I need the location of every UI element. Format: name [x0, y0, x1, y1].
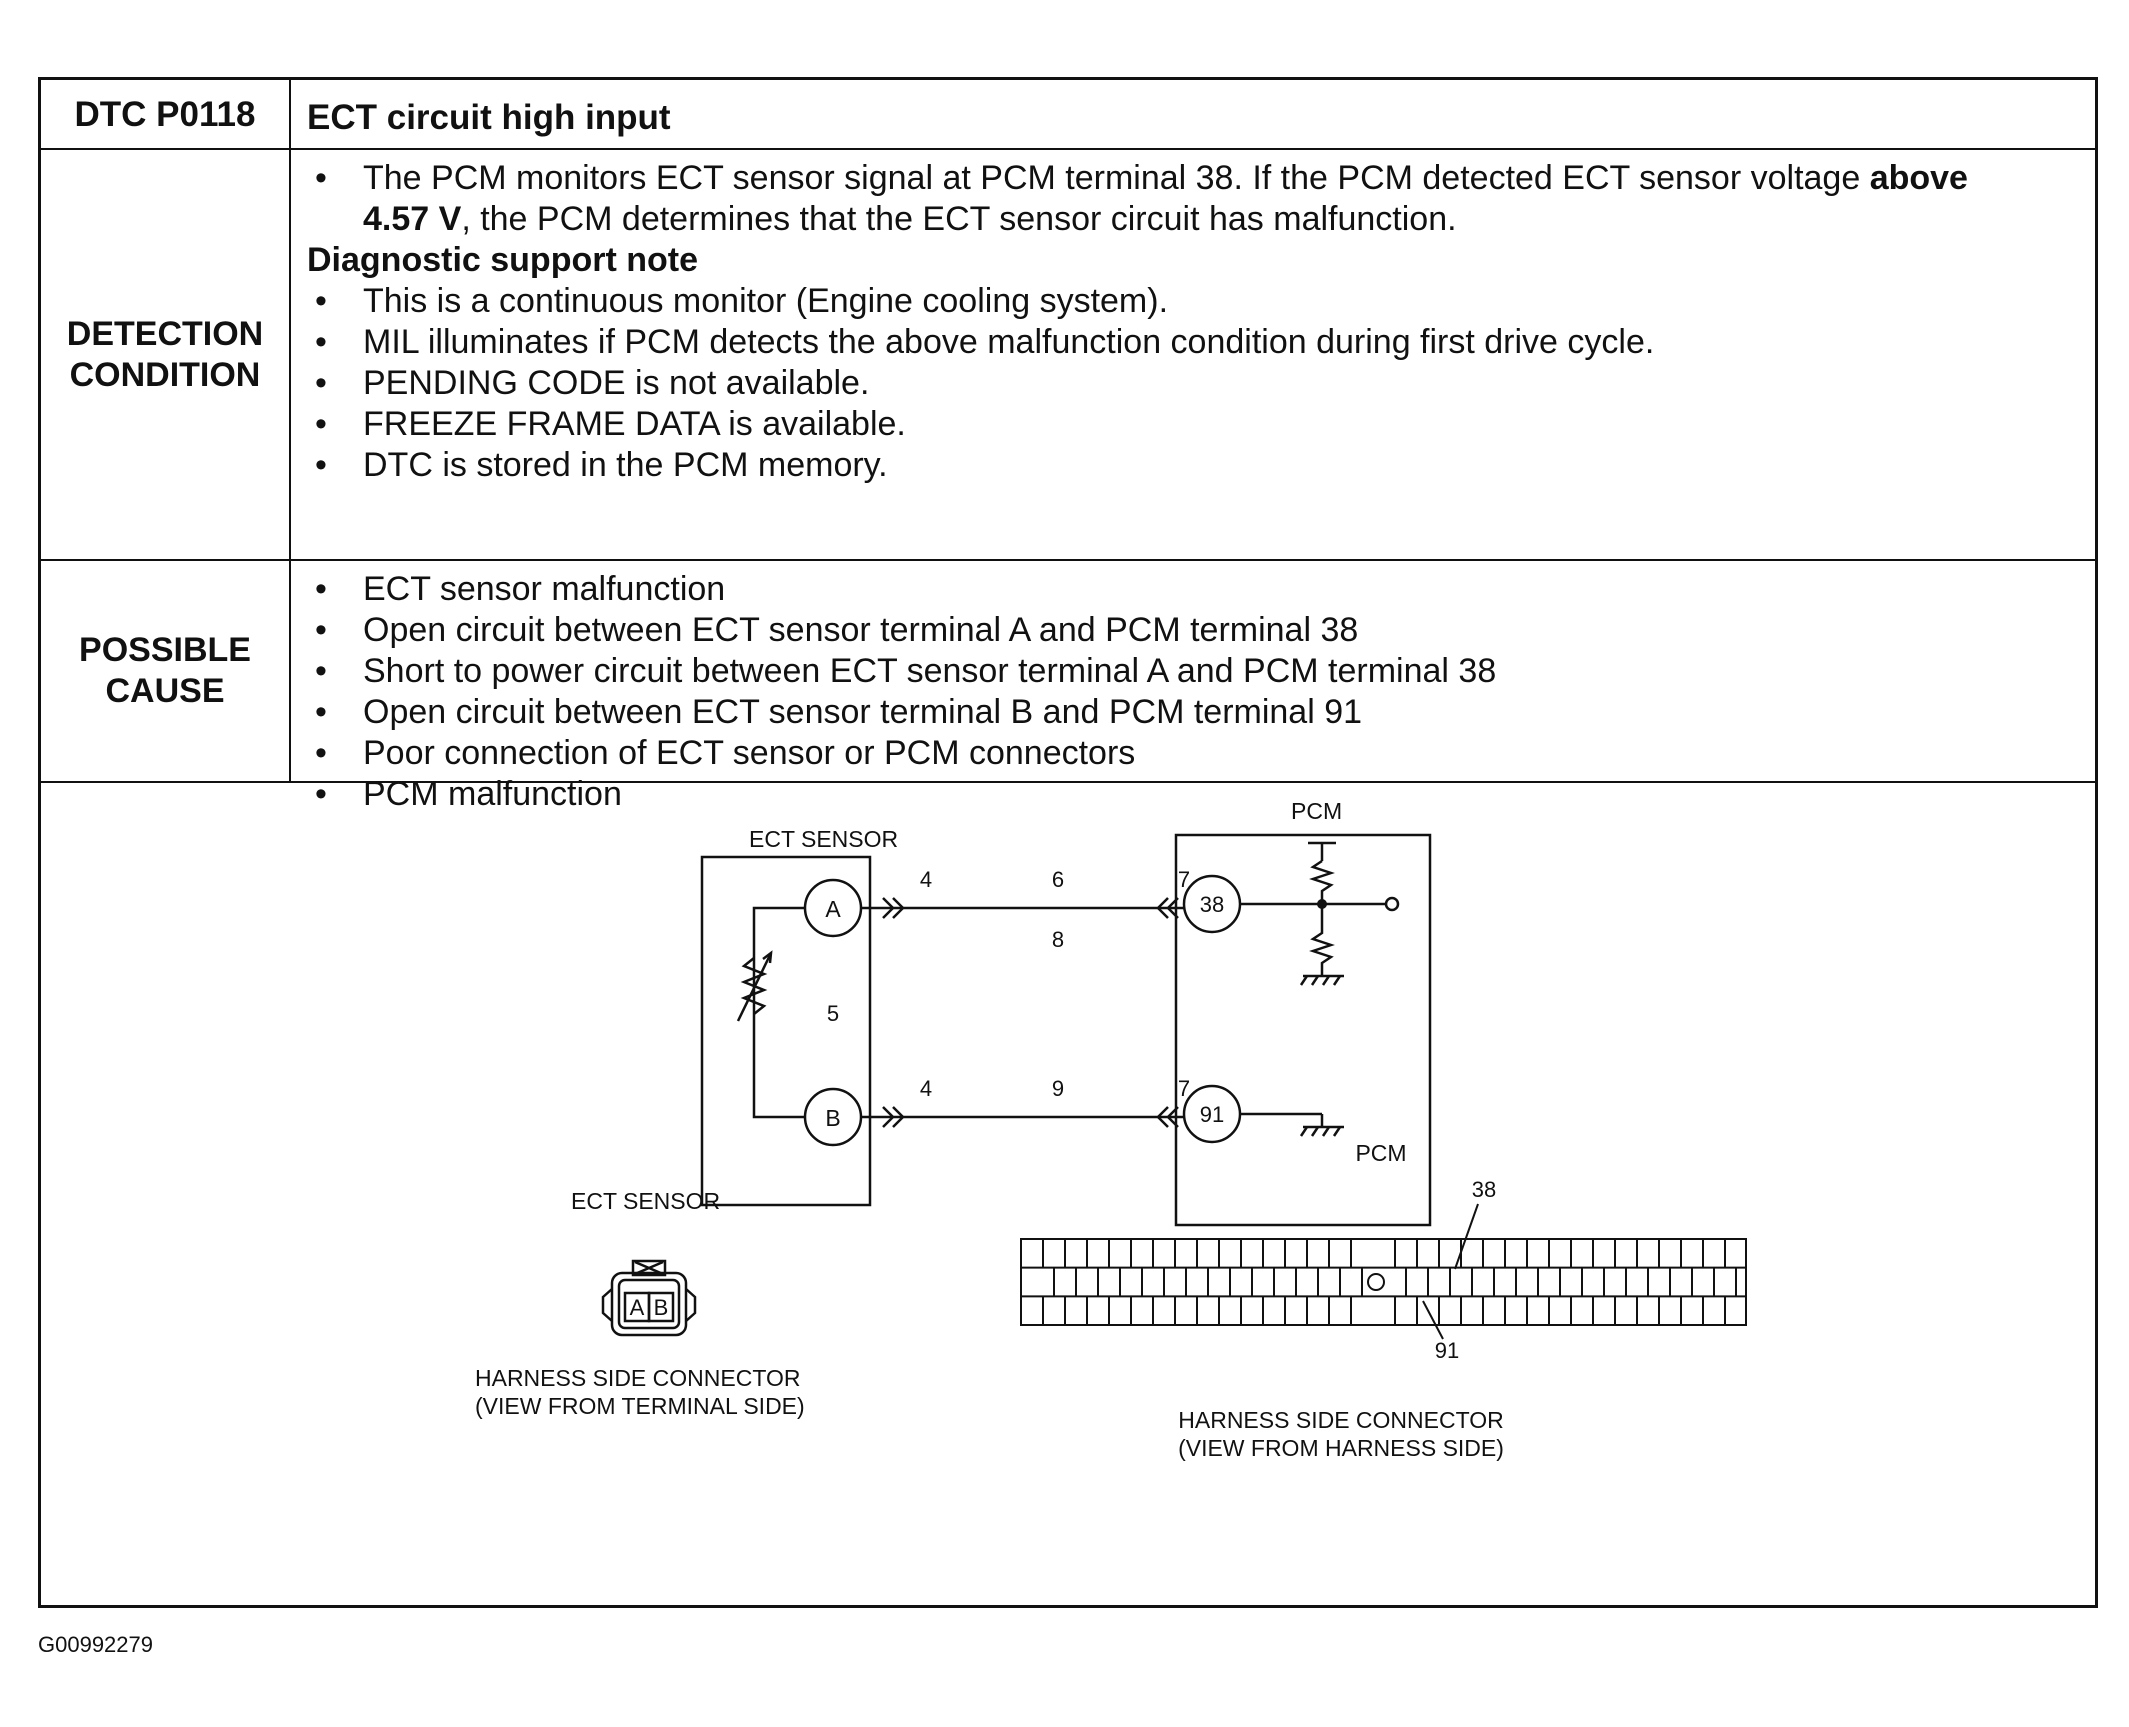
cause-label: POSSIBLE CAUSE [41, 561, 291, 781]
pcm-connector-caption-1: HARNESS SIDE CONNECTOR [1178, 1407, 1503, 1433]
figure-id: G00992279 [38, 1632, 153, 1657]
ect-sensor-title: ECT SENSOR [749, 826, 898, 852]
cause-row: POSSIBLE CAUSE ECT sensor malfunction Op… [41, 561, 2095, 815]
detection-intro: The PCM monitors ECT sensor signal at PC… [307, 158, 2085, 240]
cause-item: Short to power circuit between ECT senso… [307, 651, 2085, 692]
callout-7-top: 7 [1178, 867, 1190, 892]
junction-dot [1317, 899, 1327, 909]
pcm-terminal-38-label: 38 [1200, 892, 1224, 917]
intro-bold-voltage: 4.57 V [363, 200, 462, 238]
dtc-code: DTC P0118 [41, 80, 291, 148]
ect-connector-title: ECT SENSOR [571, 1188, 720, 1214]
callout-4-bottom: 4 [920, 1076, 932, 1101]
detection-label-line2: CONDITION [69, 355, 261, 394]
pcm-connector-key [1367, 1273, 1385, 1291]
wiring-diagram: ECT SENSOR PCM A B 38 91 4 6 7 8 5 4 9 7 [41, 783, 2095, 1605]
cause-item: Poor connection of ECT sensor or PCM con… [307, 733, 2085, 774]
cause-item: Open circuit between ECT sensor terminal… [307, 692, 2085, 733]
cause-list: ECT sensor malfunction Open circuit betw… [307, 569, 2085, 815]
cause-label-line1: POSSIBLE [79, 631, 251, 669]
pcm-connector-pin-38: 38 [1472, 1177, 1496, 1202]
intro-part1: The PCM monitors ECT sensor signal at PC… [363, 159, 1870, 197]
ect-connector-drawing [601, 1259, 697, 1337]
dtc-title: ECT circuit high input [307, 98, 671, 137]
ect-connector-pin-b: B [654, 1295, 669, 1320]
pullup-resistor [1309, 859, 1335, 904]
detection-label-line1: DETECTION [66, 314, 264, 353]
detection-list: The PCM monitors ECT sensor signal at PC… [307, 158, 2085, 486]
note-item: PENDING CODE is not available. [307, 363, 2085, 404]
callout-5: 5 [827, 1001, 839, 1026]
pcm-connector-title: PCM [1355, 1140, 1406, 1166]
sensor-internal-wire [752, 906, 805, 1119]
intro-part2: , the PCM determines that the ECT sensor… [461, 200, 1457, 238]
ect-sensor-box [700, 855, 872, 1207]
pin-38-leader [1454, 1203, 1479, 1270]
dtc-code-text: DTC P0118 [74, 94, 256, 134]
callout-8: 8 [1052, 927, 1064, 952]
thermistor-arrow [736, 952, 773, 1022]
pcm-terminal-91-label: 91 [1200, 1102, 1224, 1127]
detection-content: The PCM monitors ECT sensor signal at PC… [293, 150, 2095, 559]
cause-content: ECT sensor malfunction Open circuit betw… [293, 561, 2095, 815]
cause-item: PCM malfunction [307, 774, 2085, 815]
detection-label: DETECTION CONDITION [41, 150, 291, 559]
cause-item: ECT sensor malfunction [307, 569, 2085, 610]
ect-connector-pin-a: A [630, 1295, 645, 1320]
note-item: MIL illuminates if PCM detects the above… [307, 322, 2085, 363]
pcm-output-node [1384, 896, 1400, 912]
pcm-title: PCM [1291, 798, 1342, 824]
callout-4-top: 4 [920, 867, 932, 892]
connector-arrow-38 [1156, 897, 1169, 919]
pcm-box [1174, 833, 1432, 1227]
pulldown-resistor [1309, 904, 1335, 976]
terminal-b-label: B [825, 1105, 840, 1131]
note-item: FREEZE FRAME DATA is available. [307, 404, 2085, 445]
intro-bold-above: above [1869, 159, 1968, 197]
wiring-diagram-svg: ECT SENSOR PCM A B 38 91 4 6 7 8 5 4 9 7 [475, 798, 1747, 1461]
callout-7-bottom: 7 [1178, 1076, 1190, 1101]
terminal-a-label: A [825, 896, 841, 922]
detection-row: DETECTION CONDITION The PCM monitors ECT… [41, 150, 2095, 561]
pcm-connector-pin-91: 91 [1435, 1338, 1459, 1363]
header-row: DTC P0118 ECT circuit high input [41, 80, 2095, 150]
callout-6: 6 [1052, 867, 1064, 892]
note-item: DTC is stored in the PCM memory. [307, 445, 2085, 486]
connector-arrow-91 [1156, 1106, 1169, 1128]
ect-connector-caption-1: HARNESS SIDE CONNECTOR [475, 1365, 800, 1391]
pin-91-leader [1422, 1300, 1444, 1340]
note-heading: Diagnostic support note [307, 241, 698, 279]
cause-item: Open circuit between ECT sensor terminal… [307, 610, 2085, 651]
dtc-table: DTC P0118 ECT circuit high input DETECTI… [38, 77, 2098, 1608]
note-item: This is a continuous monitor (Engine coo… [307, 281, 2085, 322]
pcm-connector-caption-2: (VIEW FROM HARNESS SIDE) [1178, 1435, 1504, 1461]
pcm-connector-drawing [1020, 1238, 1747, 1326]
cause-label-line2: CAUSE [105, 672, 225, 710]
ect-connector-caption-2: (VIEW FROM TERMINAL SIDE) [475, 1393, 805, 1419]
header-content: ECT circuit high input [293, 80, 2095, 148]
callout-9: 9 [1052, 1076, 1064, 1101]
